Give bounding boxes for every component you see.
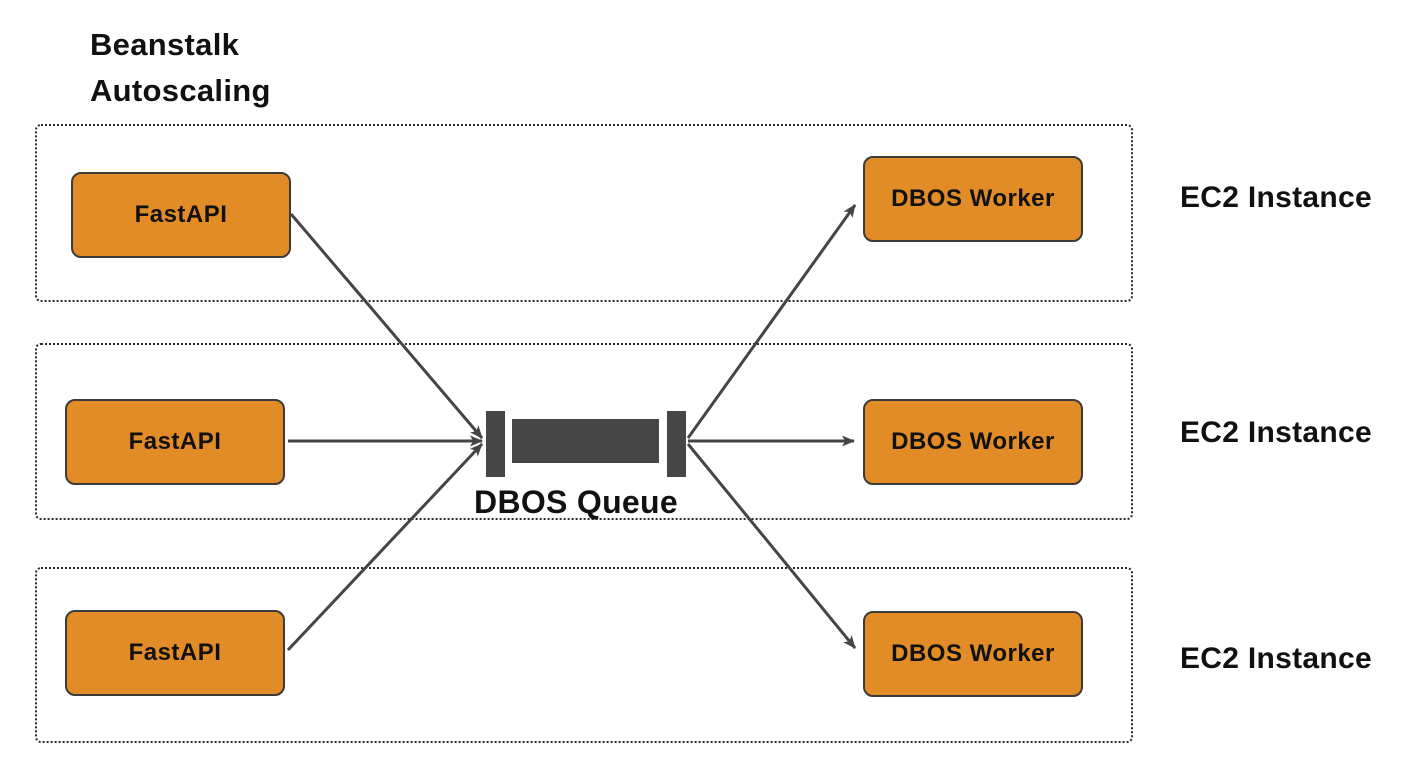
- ec2-instance-box-2: [35, 343, 1133, 520]
- dbos-worker-node-3-label: DBOS Worker: [891, 640, 1055, 667]
- fastapi-node-3: FastAPI: [65, 610, 285, 696]
- fastapi-node-2-label: FastAPI: [128, 428, 222, 455]
- dbos-worker-node-1-label: DBOS Worker: [891, 185, 1055, 212]
- dbos-queue-label: DBOS Queue: [474, 484, 678, 520]
- dbos-worker-node-2-label: DBOS Worker: [891, 428, 1055, 455]
- fastapi-node-1-label: FastAPI: [134, 201, 228, 228]
- queue-body-icon: [512, 419, 659, 463]
- fastapi-node-2: FastAPI: [65, 399, 285, 485]
- diagram-title-line1: Beanstalk: [90, 27, 240, 62]
- ec2-instance-label-2: EC2 Instance: [1180, 416, 1373, 449]
- dbos-queue-icon: [486, 411, 686, 477]
- ec2-instance-box-1: [35, 124, 1133, 302]
- ec2-instance-label-3: EC2 Instance: [1180, 642, 1373, 675]
- ec2-instance-label-1: EC2 Instance: [1180, 181, 1373, 214]
- queue-right-bar-icon: [667, 411, 686, 477]
- ec2-instance-box-3: [35, 567, 1133, 743]
- diagram-title-line2: Autoscaling: [90, 73, 271, 108]
- dbos-worker-node-1: DBOS Worker: [863, 156, 1083, 242]
- queue-left-bar-icon: [486, 411, 505, 477]
- dbos-worker-node-2: DBOS Worker: [863, 399, 1083, 485]
- fastapi-node-3-label: FastAPI: [128, 639, 222, 666]
- dbos-worker-node-3: DBOS Worker: [863, 611, 1083, 697]
- diagram-title: Beanstalk Autoscaling: [90, 22, 271, 114]
- fastapi-node-1: FastAPI: [71, 172, 291, 258]
